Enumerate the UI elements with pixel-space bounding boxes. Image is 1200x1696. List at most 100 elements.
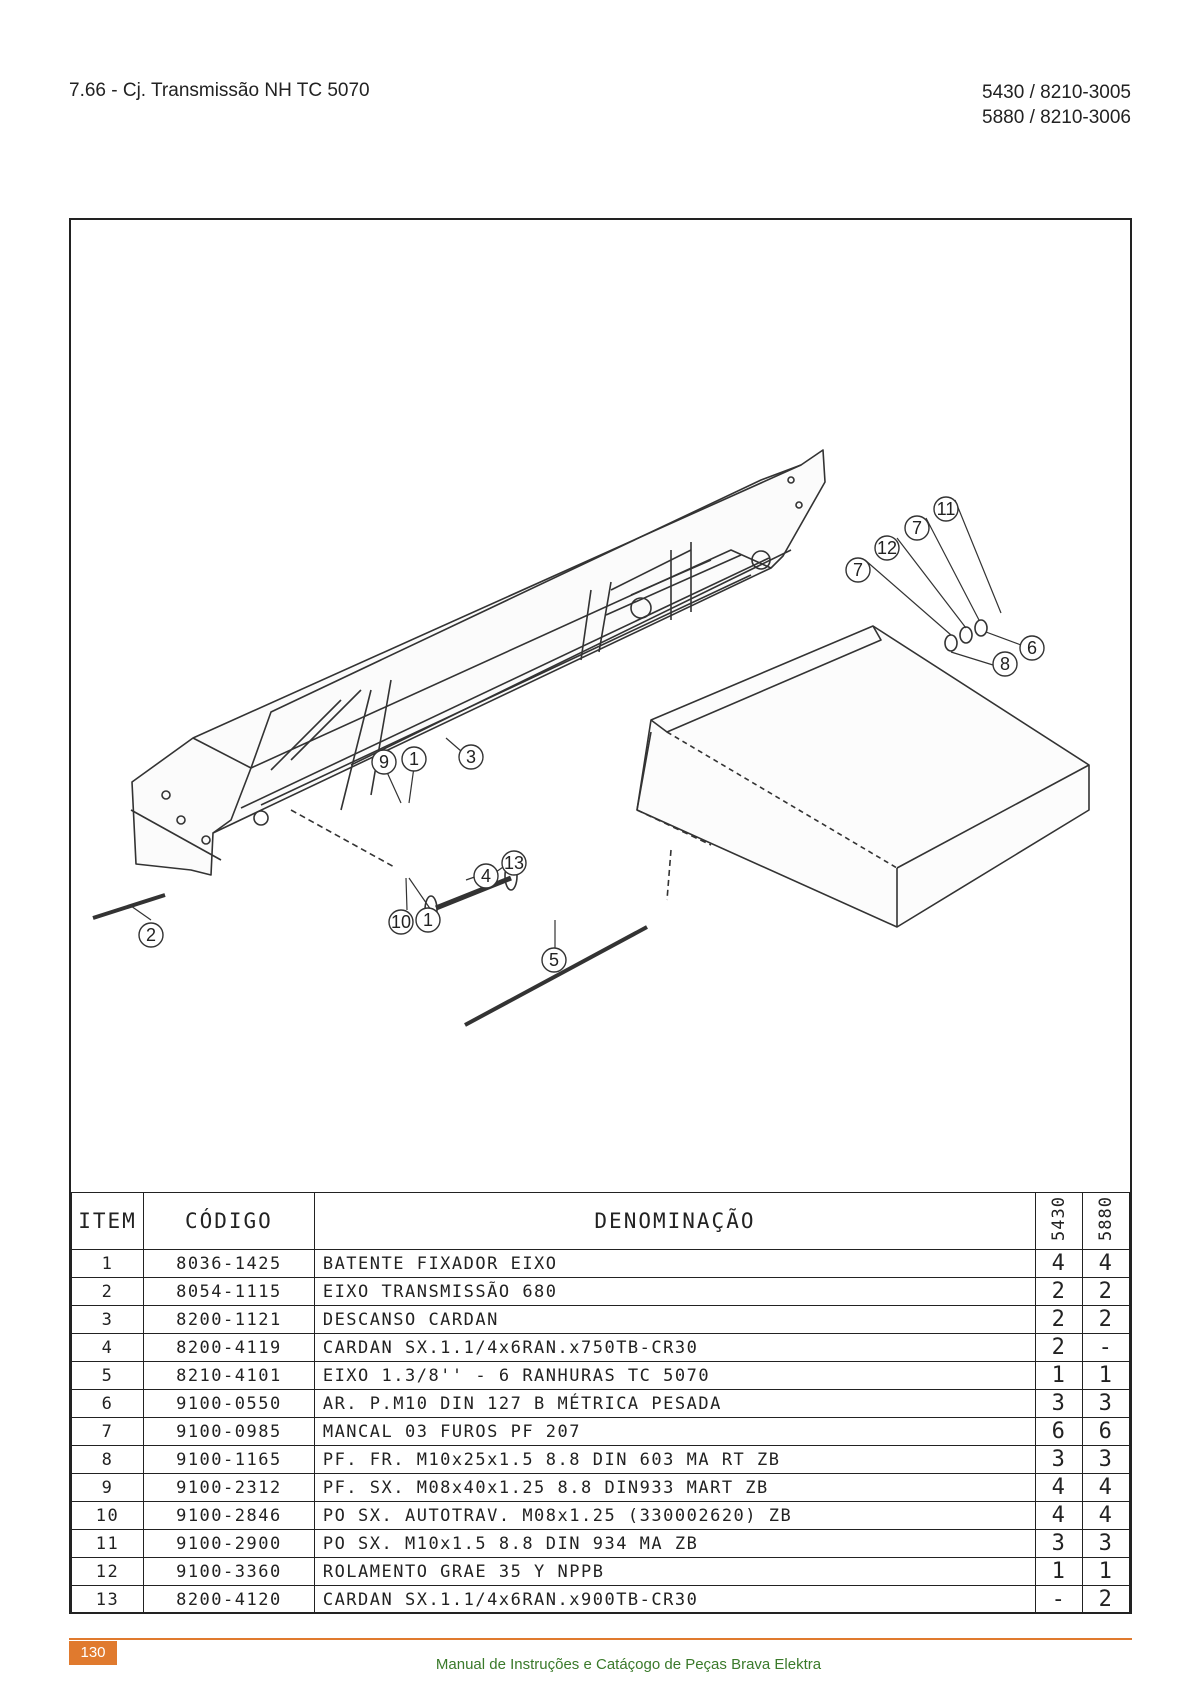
shaft-2 [92, 893, 166, 920]
cell-qty-5430: 3 [1035, 1389, 1084, 1418]
page-header-title: 7.66 - Cj. Transmissão NH TC 5070 [69, 80, 370, 101]
cell-qty-5430: 1 [1035, 1361, 1084, 1390]
cell-code: 8054-1115 [142, 1277, 315, 1306]
callout-9: 9 [371, 749, 397, 775]
parts-table-header: ITEM CÓDIGO DENOMINAÇÃO 5430 5880 [71, 1192, 1130, 1250]
cell-qty-5880: - [1082, 1333, 1130, 1362]
svg-text:13: 13 [504, 853, 524, 873]
cell-code: 9100-1165 [142, 1445, 315, 1474]
callout-4: 4 [473, 863, 499, 889]
cell-qty-5430: - [1035, 1585, 1084, 1614]
header-item: ITEM [71, 1192, 144, 1250]
cell-qty-5880: 2 [1082, 1305, 1130, 1334]
cell-item: 10 [71, 1501, 144, 1530]
cell-item: 1 [71, 1249, 144, 1278]
cell-qty-5430: 4 [1035, 1473, 1084, 1502]
shaft-5 [464, 925, 648, 1027]
callout-13: 13 [501, 850, 527, 876]
callout-5: 5 [541, 947, 567, 973]
callout-8: 8 [992, 651, 1018, 677]
cell-name: DESCANSO CARDAN [313, 1305, 1037, 1334]
cover-plate [636, 625, 1090, 928]
header-name: DENOMINAÇÃO [313, 1192, 1037, 1250]
cell-qty-5430: 3 [1035, 1529, 1084, 1558]
svg-text:6: 6 [1027, 638, 1037, 658]
callout-6: 6 [1019, 635, 1045, 661]
cell-name: PO SX. M10x1.5 8.8 DIN 934 MA ZB [313, 1529, 1037, 1558]
page-header-codes: 5430 / 8210-3005 5880 / 8210-3006 [982, 80, 1131, 130]
cell-name: ROLAMENTO GRAE 35 Y NPPB [313, 1557, 1037, 1586]
cell-qty-5880: 4 [1082, 1501, 1130, 1530]
cell-name: BATENTE FIXADOR EIXO [313, 1249, 1037, 1278]
cell-qty-5880: 2 [1082, 1277, 1130, 1306]
footer-text: Manual de Instruções e Catáçogo de Peças… [435, 1656, 822, 1673]
cell-item: 12 [71, 1557, 144, 1586]
cell-name: CARDAN SX.1.1/4x6RAN.x750TB-CR30 [313, 1333, 1037, 1362]
cell-qty-5880: 3 [1082, 1389, 1130, 1418]
cell-qty-5430: 2 [1035, 1305, 1084, 1334]
cell-qty-5880: 1 [1082, 1557, 1130, 1586]
cell-name: PF. SX. M08x40x1.25 8.8 DIN933 MART ZB [313, 1473, 1037, 1502]
callout-7-a: 7 [845, 557, 871, 583]
cell-code: 8200-4120 [142, 1585, 315, 1614]
header-model-5880: 5880 [1082, 1192, 1130, 1250]
cell-item: 11 [71, 1529, 144, 1558]
cell-item: 9 [71, 1473, 144, 1502]
cell-qty-5880: 3 [1082, 1529, 1130, 1558]
page-number: 130 [69, 1641, 117, 1665]
cell-qty-5880: 4 [1082, 1249, 1130, 1278]
cell-code: 8036-1425 [142, 1249, 315, 1278]
callout-1-b: 1 [415, 907, 441, 933]
cell-code: 9100-2846 [142, 1501, 315, 1530]
svg-text:10: 10 [391, 912, 411, 932]
callout-10: 10 [388, 909, 414, 935]
svg-text:1: 1 [423, 910, 433, 930]
cell-name: PO SX. AUTOTRAV. M08x1.25 (330002620) ZB [313, 1501, 1037, 1530]
cell-qty-5880: 6 [1082, 1417, 1130, 1446]
cell-code: 8210-4101 [142, 1361, 315, 1390]
cell-code: 9100-2312 [142, 1473, 315, 1502]
cell-code: 9100-0550 [142, 1389, 315, 1418]
cell-code: 9100-0985 [142, 1417, 315, 1446]
callout-11: 11 [933, 496, 959, 522]
svg-text:2: 2 [146, 925, 156, 945]
cell-code: 9100-3360 [142, 1557, 315, 1586]
cell-name: AR. P.M10 DIN 127 B MÉTRICA PESADA [313, 1389, 1037, 1418]
cell-qty-5430: 4 [1035, 1501, 1084, 1530]
svg-text:7: 7 [912, 518, 922, 538]
bearing-set [944, 619, 988, 652]
cell-qty-5430: 3 [1035, 1445, 1084, 1474]
callouts: 7 12 7 11 6 8 9 1 3 4 13 10 1 2 5 [138, 496, 1045, 973]
code-5880: 5880 / 8210-3006 [982, 107, 1131, 128]
svg-text:8: 8 [1000, 654, 1010, 674]
code-5430: 5430 / 8210-3005 [982, 82, 1131, 103]
header-frame [130, 449, 826, 876]
drawing-frame: 7 12 7 11 6 8 9 1 3 4 13 10 1 2 5 ITEM C… [69, 218, 1132, 1614]
callout-1-a: 1 [401, 746, 427, 772]
header-code: CÓDIGO [142, 1192, 315, 1250]
cell-qty-5430: 1 [1035, 1557, 1084, 1586]
callout-2: 2 [138, 922, 164, 948]
header-model-5430: 5430 [1035, 1192, 1084, 1250]
cell-qty-5430: 2 [1035, 1333, 1084, 1362]
cell-item: 3 [71, 1305, 144, 1334]
cell-qty-5430: 2 [1035, 1277, 1084, 1306]
svg-text:1: 1 [409, 749, 419, 769]
cell-name: CARDAN SX.1.1/4x6RAN.x900TB-CR30 [313, 1585, 1037, 1614]
cell-name: MANCAL 03 FUROS PF 207 [313, 1417, 1037, 1446]
footer-divider [69, 1638, 1132, 1640]
svg-text:9: 9 [379, 752, 389, 772]
cell-code: 9100-2900 [142, 1529, 315, 1558]
cell-qty-5430: 6 [1035, 1417, 1084, 1446]
cell-qty-5880: 4 [1082, 1473, 1130, 1502]
cell-qty-5430: 4 [1035, 1249, 1084, 1278]
